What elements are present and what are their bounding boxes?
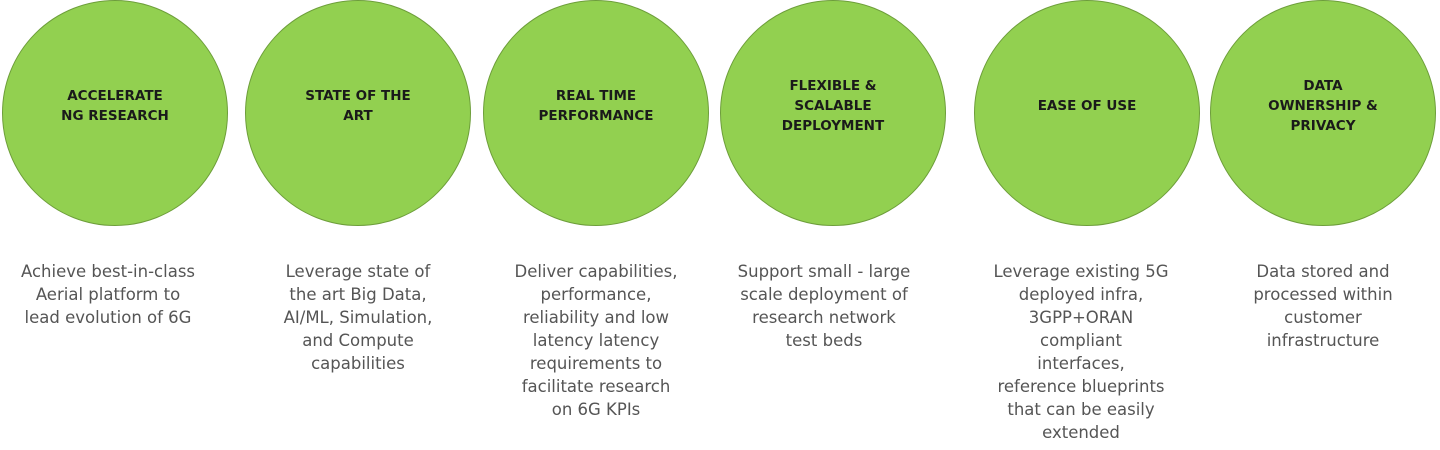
pillar-title: REAL TIME PERFORMANCE [538,88,654,124]
pillar-circle: FLEXIBLE & SCALABLE DEPLOYMENT [720,0,946,226]
pillar-circle: EASE OF USE [974,0,1200,226]
pillar-circle: STATE OF THE ART [245,0,471,226]
pillar-description: Achieve best-in-class Aerial platform to… [20,262,196,327]
pillar-circle: ACCELERATE NG RESEARCH [2,0,228,226]
pillar-circle: REAL TIME PERFORMANCE [483,0,709,226]
pillar-accelerate-ng-research: ACCELERATE NG RESEARCH Achieve best-in-c… [2,0,242,450]
pillar-description: Data stored and processed within custome… [1253,262,1393,350]
pillar-description: Leverage existing 5G deployed infra, 3GP… [993,262,1169,442]
pillar-circle: DATA OWNERSHIP & PRIVACY [1210,0,1436,226]
pillar-state-of-the-art: STATE OF THE ART Leverage state of the a… [245,0,485,450]
pillar-real-time-performance: REAL TIME PERFORMANCE Deliver capabiliti… [483,0,723,450]
pillar-title: ACCELERATE NG RESEARCH [61,88,169,124]
pillar-description: Support small - large scale deployment o… [737,262,911,350]
pillar-data-ownership-privacy: DATA OWNERSHIP & PRIVACY Data stored and… [1210,0,1440,450]
pillar-flexible-scalable-deployment: FLEXIBLE & SCALABLE DEPLOYMENT Support s… [720,0,960,450]
pillar-title: STATE OF THE ART [305,88,411,124]
pillar-title: DATA OWNERSHIP & PRIVACY [1268,78,1378,134]
pillar-title: EASE OF USE [1037,98,1137,114]
pillar-title: FLEXIBLE & SCALABLE DEPLOYMENT [781,78,885,134]
pillar-description: Deliver capabilities, performance, relia… [514,262,678,419]
pillar-description: Leverage state of the art Big Data, AI/M… [283,262,433,373]
pillar-ease-of-use: EASE OF USE Leverage existing 5G deploye… [974,0,1214,450]
